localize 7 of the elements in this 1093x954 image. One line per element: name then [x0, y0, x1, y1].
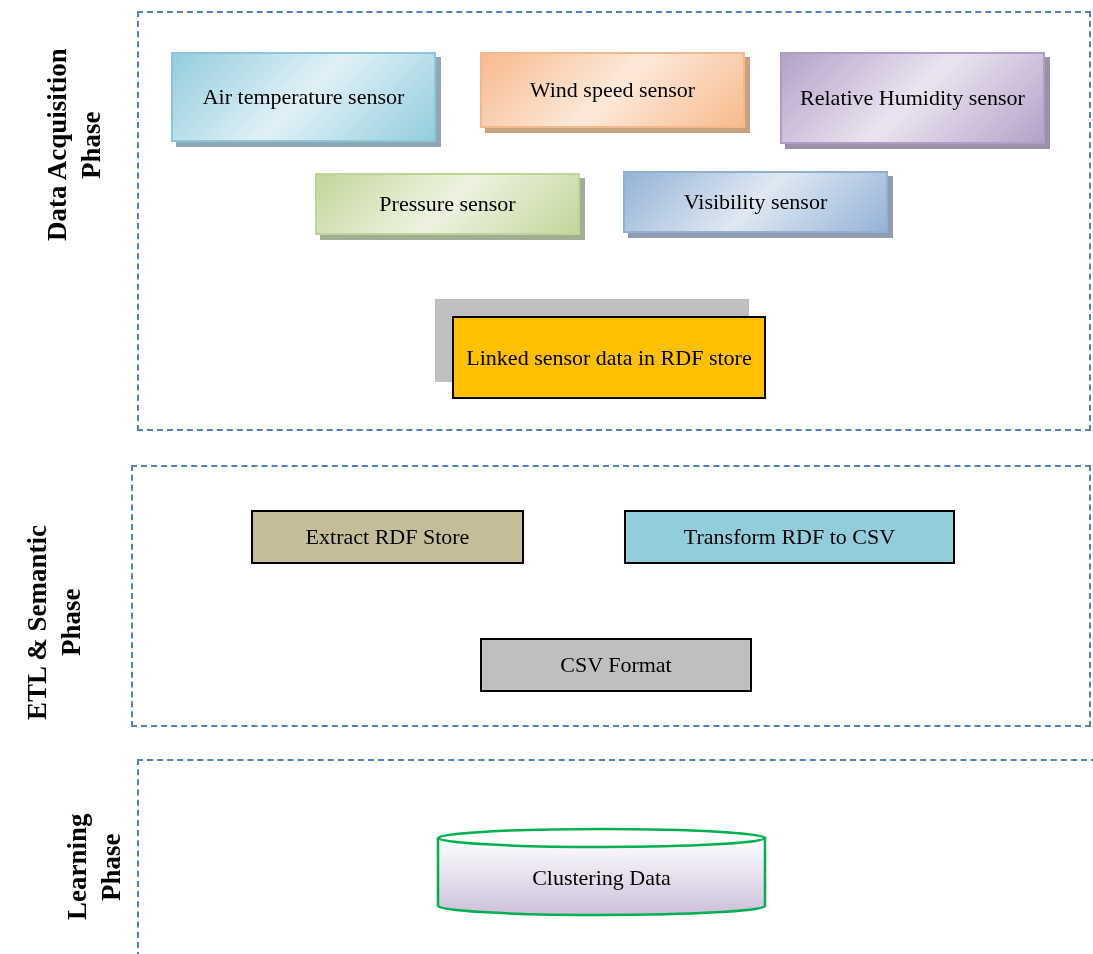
phase-heading: Learning Phase: [61, 812, 127, 923]
process-box: Extract RDF Store: [251, 510, 524, 564]
process-box: CSV Format: [480, 638, 752, 692]
phase-heading: Data Acquisition Phase: [41, 47, 107, 244]
phase-heading: ETL & Semantic Phase: [21, 524, 87, 722]
process-box: Transform RDF to CSV: [624, 510, 955, 564]
node-text: Clustering Data: [531, 864, 672, 892]
